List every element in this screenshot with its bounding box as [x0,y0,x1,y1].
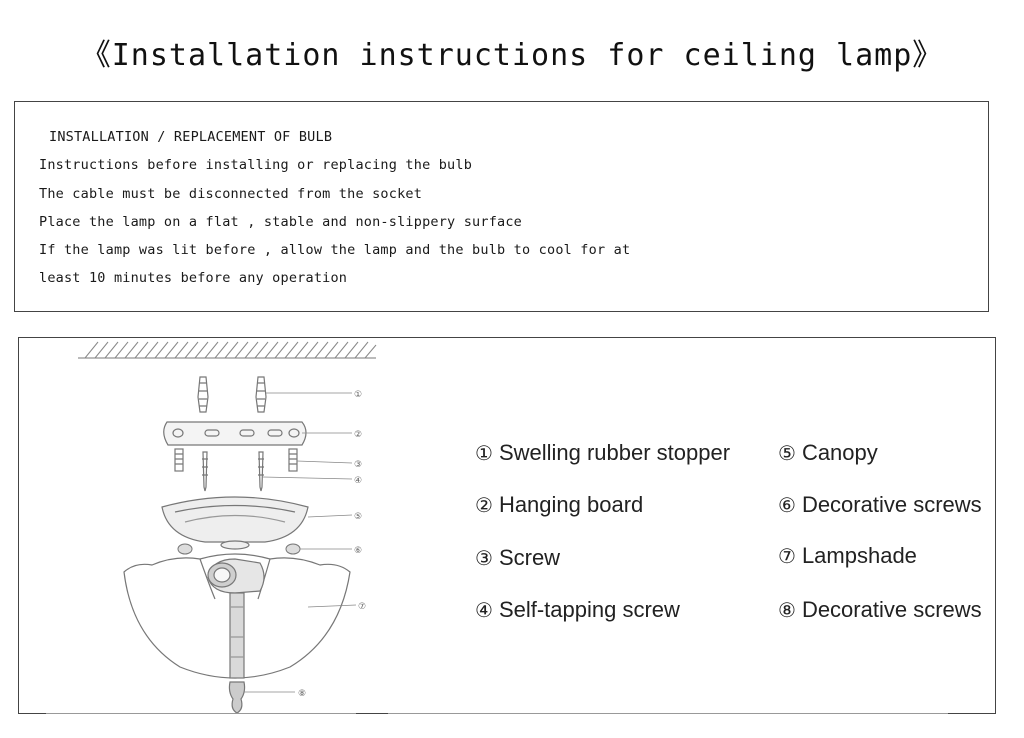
callout-2: ② [354,430,362,440]
part-label: Decorative screws [801,492,982,517]
lamp-exploded-diagram: ① ② ③ ④ ⑤ ⑥ ⑦ ⑧ [78,341,377,714]
part-number: ⑥ [778,493,796,517]
callout-numbers: ① ② ③ ④ ⑤ ⑥ ⑦ ⑧ [298,390,366,699]
part-number: ② [475,493,493,517]
part-number: ⑦ [778,544,796,568]
part-label: Swelling rubber stopper [498,440,731,465]
part-label: Hanging board [498,492,644,517]
callout-3: ③ [354,460,362,470]
divider [46,713,356,714]
instruction-line: Instructions before installing or replac… [39,157,473,173]
callout-6: ⑥ [354,546,362,556]
socket-part [207,558,265,679]
instruction-line: least 10 minutes before any operation [39,270,348,286]
part-label: Canopy [801,440,878,465]
part-number: ⑤ [778,441,796,465]
callout-8: ⑧ [298,689,306,699]
part-number: ⑧ [778,598,796,622]
rubber-stopper-parts [197,376,267,413]
callout-leaders [244,392,357,693]
part-label: Decorative screws [801,597,982,622]
instructions-heading: INSTALLATION / REPLACEMENT OF BULB [49,129,333,145]
finial-part [228,681,246,714]
canopy-part [161,496,309,550]
instruction-line: The cable must be disconnected from the … [39,186,423,202]
callout-4: ④ [354,476,362,486]
screw-parts [174,448,298,492]
part-label: Screw [498,545,561,570]
instruction-line: Place the lamp on a flat , stable and no… [39,214,523,230]
part-label: Lampshade [801,543,917,568]
callout-7: ⑦ [358,602,366,612]
part-number: ④ [475,598,493,622]
instruction-line: If the lamp was lit before , allow the l… [39,242,631,258]
callout-5: ⑤ [354,512,362,522]
hanging-board-part [163,421,307,446]
page-title: 《Installation instructions for ceiling l… [80,38,944,73]
part-label: Self-tapping screw [498,597,680,622]
decorative-screw-parts [177,543,301,555]
divider [388,713,948,714]
part-number: ③ [475,546,493,570]
instructions-box: INSTALLATION / REPLACEMENT OF BULB Instr… [14,101,989,312]
ceiling-hatch [78,341,377,359]
callout-1: ① [354,390,362,400]
part-number: ① [475,441,493,465]
